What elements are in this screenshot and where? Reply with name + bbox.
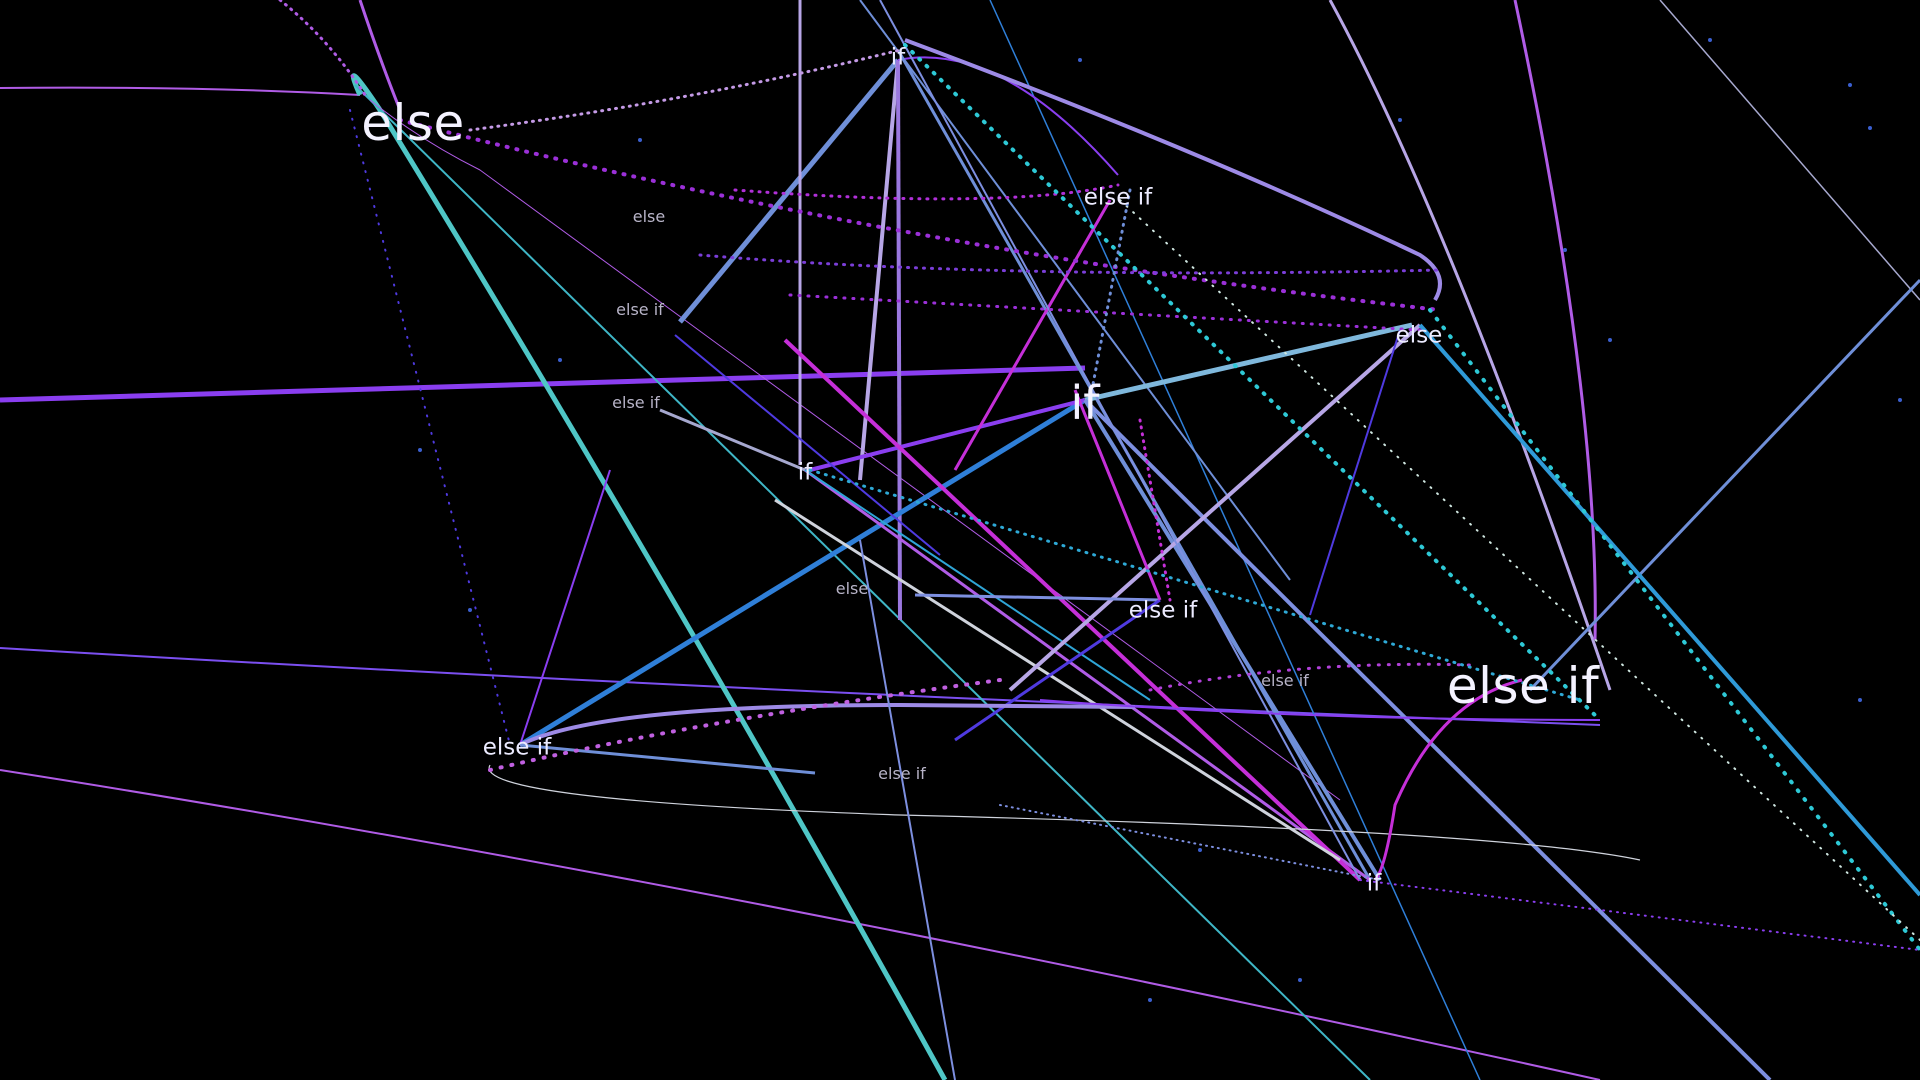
edge	[1083, 398, 1772, 1080]
node-label-else-if-small: else if	[612, 393, 660, 412]
node-label-else-small: else	[835, 579, 869, 598]
edge	[678, 58, 900, 324]
edge	[369, 99, 1341, 801]
edge	[519, 702, 1136, 747]
edge	[809, 398, 1086, 472]
edge	[1119, 199, 1920, 941]
edge	[1528, 278, 1920, 692]
edge	[1084, 322, 1413, 403]
edge	[804, 469, 1151, 701]
edge	[953, 199, 1112, 471]
particle	[1078, 58, 1082, 62]
edge	[0, 86, 361, 96]
node-label-if-top: if	[890, 44, 906, 71]
edge	[1359, 879, 1920, 951]
edge	[783, 338, 1362, 882]
edge	[1428, 308, 1920, 952]
edge	[674, 334, 941, 556]
edge	[1328, 0, 1612, 691]
node-label-if-left: if	[797, 459, 813, 486]
edge	[0, 647, 1601, 726]
edge	[519, 743, 816, 775]
edge	[278, 0, 367, 97]
edge	[1039, 699, 1601, 721]
particle	[1608, 338, 1612, 342]
edge	[1088, 188, 1132, 402]
edge	[398, 118, 1442, 312]
edge	[989, 0, 1481, 1080]
particle	[418, 448, 422, 452]
edge	[1513, 0, 1597, 641]
particle	[1868, 126, 1872, 130]
node-label-if-lower-right: if	[1366, 870, 1382, 897]
edge	[1659, 0, 1920, 301]
node-label-else-if-lower-left: else if	[482, 734, 552, 761]
edge	[914, 593, 1161, 602]
edge	[349, 109, 511, 746]
edge	[859, 539, 956, 1080]
edge	[518, 397, 1087, 748]
node-label-if-primary: if	[1070, 376, 1100, 430]
particle	[1848, 83, 1852, 87]
edge	[1148, 662, 1472, 692]
edge	[1418, 323, 1920, 897]
edge	[859, 0, 1291, 581]
edge	[804, 468, 1371, 882]
edge	[999, 804, 1381, 881]
node-label-else-if-small: else if	[616, 300, 664, 319]
particle	[638, 138, 642, 142]
edge	[896, 59, 902, 621]
node-label-else-if-small: else if	[1261, 671, 1309, 690]
node-label-else-if-center: else if	[1128, 597, 1198, 624]
edge	[1138, 418, 1172, 602]
edge	[0, 365, 1086, 403]
edge	[350, 73, 948, 1080]
edge	[1073, 389, 1162, 601]
edge	[659, 408, 806, 472]
edge	[897, 56, 1119, 176]
particle	[558, 358, 562, 362]
node-label-else-right: else	[1395, 322, 1443, 349]
edge	[879, 0, 1361, 881]
edge	[858, 59, 900, 481]
edge	[488, 764, 1641, 861]
particle	[1858, 698, 1862, 702]
node-label-else-if-primary: else if	[1446, 657, 1600, 715]
particle	[1148, 998, 1152, 1002]
particle	[1563, 248, 1567, 252]
edge	[954, 598, 1161, 742]
edge	[1008, 323, 1422, 692]
node-label-else-small: else	[632, 207, 666, 226]
edge	[358, 0, 402, 111]
edge	[788, 293, 1422, 332]
edge	[808, 468, 1582, 702]
node-label-else-if-upper: else if	[1083, 184, 1153, 211]
node-label-else-primary: else	[361, 94, 465, 152]
particle	[1898, 398, 1902, 402]
edge	[698, 253, 1442, 275]
edge	[774, 498, 1341, 862]
particle	[1398, 118, 1402, 122]
edge	[1309, 329, 1401, 616]
edge	[519, 469, 611, 746]
particle	[468, 608, 472, 612]
particle	[1298, 978, 1302, 982]
edge	[468, 48, 902, 132]
particle	[1198, 848, 1202, 852]
edge	[1373, 678, 1523, 882]
particle	[1708, 38, 1712, 42]
edge	[903, 43, 1602, 722]
edge	[354, 84, 1371, 1080]
edge	[1083, 398, 1382, 882]
edge	[0, 769, 1601, 1080]
node-label-else-if-small: else if	[878, 764, 926, 783]
